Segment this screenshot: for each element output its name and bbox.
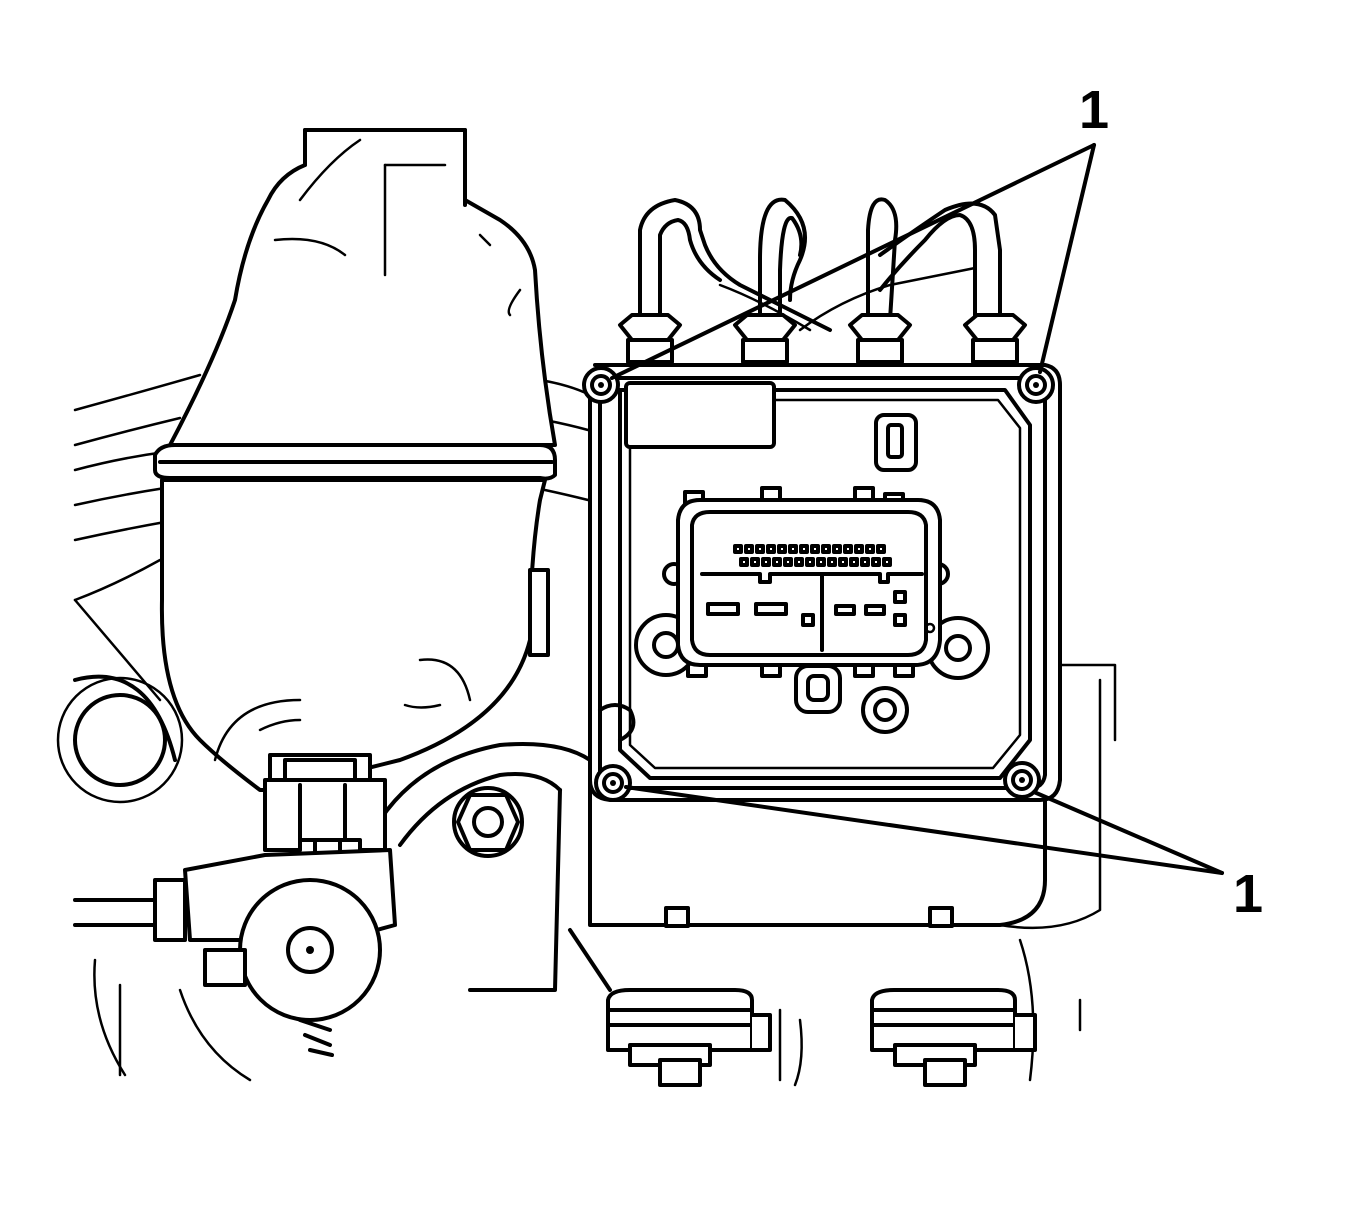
fluid-level-sensor-connector xyxy=(153,753,397,1057)
lower-isolator-left xyxy=(606,988,772,1087)
abs-control-module xyxy=(588,363,1062,802)
background-structure xyxy=(56,373,592,1082)
screw-lower-right xyxy=(1003,761,1041,799)
callout-label-lower: 1 xyxy=(1233,864,1263,924)
brake-pipes xyxy=(638,197,1002,332)
mounting-bracket xyxy=(378,663,1117,1087)
lower-isolator-right xyxy=(870,988,1037,1087)
screw-lower-left xyxy=(594,764,632,802)
connector-pins-top-row xyxy=(733,544,886,554)
callout-leaders-upper xyxy=(610,143,1096,380)
screw-upper-left xyxy=(582,366,620,404)
pipe-fittings xyxy=(618,313,1027,364)
fitting-4 xyxy=(963,313,1027,364)
callout-label-upper: 1 xyxy=(1079,80,1109,140)
fitting-2 xyxy=(733,313,797,364)
connector-power-terminals xyxy=(706,590,907,627)
brake-fluid-reservoir xyxy=(153,128,557,792)
callout-leaders-lower xyxy=(624,785,1224,875)
fitting-3 xyxy=(848,313,912,364)
fitting-1 xyxy=(618,313,682,364)
connector-pins-bottom-row xyxy=(739,557,892,567)
screw-upper-right xyxy=(1017,366,1055,404)
